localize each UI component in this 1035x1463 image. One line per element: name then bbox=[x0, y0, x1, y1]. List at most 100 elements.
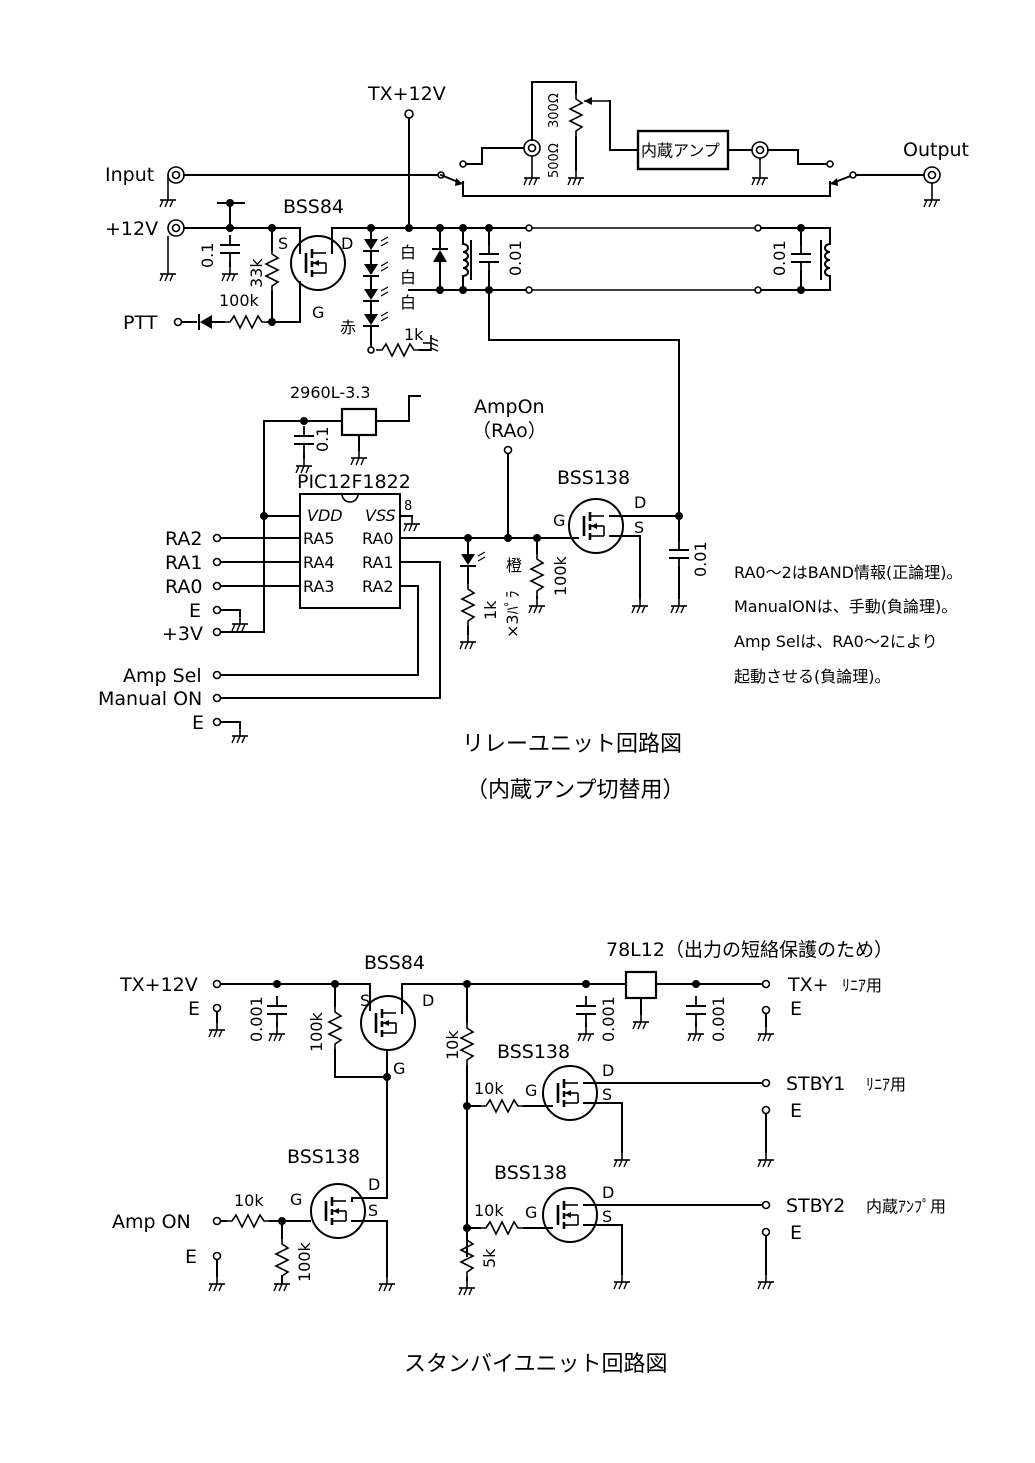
input-e-label: E bbox=[189, 600, 201, 622]
r10k-label: 10k bbox=[443, 1030, 462, 1060]
amp-box bbox=[636, 129, 730, 171]
pic12f1822-chip bbox=[299, 493, 401, 609]
r100k-label: 100k bbox=[219, 291, 260, 310]
note-line-4: 起動させる(負論理)。 bbox=[734, 667, 891, 686]
cap-label: 0.01 bbox=[506, 240, 525, 276]
input-ra0-label: RA0 bbox=[165, 576, 203, 598]
r10k-label: 10k bbox=[474, 1079, 504, 1098]
pin-g-label: G bbox=[393, 1059, 405, 1078]
pin-d-label: D bbox=[422, 991, 434, 1010]
tx12v-label: TX+12V bbox=[367, 83, 446, 105]
q2-label: BSS138 bbox=[494, 1162, 567, 1184]
e-label: E bbox=[188, 998, 200, 1020]
pin-g-label: G bbox=[553, 511, 565, 530]
r10k-label: 10k bbox=[234, 1191, 264, 1210]
r100k-label: 100k bbox=[307, 1011, 326, 1052]
bss138-stby2-mosfet bbox=[541, 1186, 599, 1244]
pin-g-label: G bbox=[312, 303, 324, 322]
output-label: Output bbox=[903, 139, 969, 161]
tx12v-label: TX+12V bbox=[119, 974, 198, 996]
note-line-3: Amp Selは、RA0～2により bbox=[734, 632, 938, 651]
cap-label: 0.1 bbox=[198, 243, 217, 268]
pin-g-label: G bbox=[525, 1081, 537, 1100]
stby1-sub-label: ﾘﾆｱ用 bbox=[866, 1075, 906, 1094]
bss138-stby1-mosfet bbox=[541, 1064, 599, 1122]
bss138-ampon-mosfet bbox=[309, 1182, 367, 1240]
pin-d-label: D bbox=[602, 1061, 614, 1080]
r100k-label: 100k bbox=[551, 555, 570, 596]
out-tx-sub-label: ﾘﾆｱ用 bbox=[842, 976, 882, 995]
ra2-label: RA2 bbox=[362, 577, 394, 596]
out-tx-label: TX+ bbox=[787, 974, 829, 996]
pin-s-label: S bbox=[602, 1207, 612, 1226]
x3-label: ×3ﾊﾟﾗ bbox=[503, 590, 522, 638]
pin-d-label: D bbox=[368, 1175, 380, 1194]
ampon-label: Amp ON bbox=[112, 1211, 191, 1233]
regulator-2960l bbox=[340, 407, 378, 437]
ra0-label: RA0 bbox=[362, 529, 394, 548]
r10k-label: 10k bbox=[474, 1201, 504, 1220]
out-e-label: E bbox=[790, 998, 802, 1020]
amp-box-label: 内蔵アンプ bbox=[641, 141, 720, 160]
r1k-label: 1k bbox=[481, 600, 500, 620]
input-ra2-label: RA2 bbox=[165, 528, 203, 550]
standby-title: スタンバイユニット回路図 bbox=[404, 1352, 668, 1377]
input-3v-label: +3V bbox=[162, 623, 203, 645]
led-white-label: 白 bbox=[400, 293, 416, 312]
vss-label: VSS bbox=[365, 506, 396, 525]
bss138-label: BSS138 bbox=[557, 467, 630, 489]
standby-labels: TX+12V E 0.001 100k BSS84 S D G 78L12（出力… bbox=[112, 939, 946, 1377]
pin-g-label: G bbox=[525, 1203, 537, 1222]
pin-s-label: S bbox=[360, 991, 370, 1010]
cap-label: 0.01 bbox=[691, 541, 710, 577]
standby-unit bbox=[208, 970, 775, 1296]
power-jack-icon bbox=[167, 219, 185, 237]
regulator-78l12 bbox=[624, 970, 658, 1000]
stby1-label: STBY1 bbox=[786, 1073, 845, 1095]
led-white-label: 白 bbox=[400, 243, 416, 262]
pin-d-label: D bbox=[634, 493, 646, 512]
q3-label: BSS138 bbox=[287, 1146, 360, 1168]
amp-sel-label: Amp Sel bbox=[123, 665, 202, 687]
relay-subtitle: （内蔵アンプ切替用） bbox=[466, 778, 684, 803]
ra1-label: RA1 bbox=[362, 553, 394, 572]
input-ra1-label: RA1 bbox=[165, 552, 203, 574]
pic-label: PIC12F1822 bbox=[297, 471, 411, 493]
cap-label: 0.01 bbox=[770, 240, 789, 276]
cap-label: 0.001 bbox=[599, 996, 618, 1042]
bss138-relay-mosfet bbox=[567, 497, 625, 555]
pin-s-label: S bbox=[278, 234, 288, 253]
pin-s-label: S bbox=[602, 1085, 612, 1104]
manual-on-label: Manual ON bbox=[98, 688, 202, 710]
ra5-label: RA5 bbox=[303, 529, 335, 548]
res-300-label: 300Ω bbox=[547, 93, 562, 128]
pin-s-label: S bbox=[368, 1201, 378, 1220]
bss84-label: BSS84 bbox=[283, 196, 344, 218]
led-white-label: 白 bbox=[400, 268, 416, 287]
e2-label: E bbox=[185, 1246, 197, 1268]
pin-d-label: D bbox=[341, 234, 353, 253]
led-orange-label: 橙 bbox=[506, 556, 522, 575]
res-500-label: 500Ω bbox=[547, 143, 562, 178]
stby2-label: STBY2 bbox=[786, 1195, 845, 1217]
r100k-label: 100k bbox=[295, 1241, 314, 1282]
ampon-label: AmpOn bbox=[474, 396, 545, 418]
ampon-sub-label: （RAo） bbox=[472, 420, 547, 442]
plus12v-label: +12V bbox=[105, 218, 158, 240]
input-label: Input bbox=[105, 164, 154, 186]
stby2-sub-label: 内蔵ｱﾝﾌﾟ用 bbox=[866, 1197, 946, 1216]
led-red-label: 赤 bbox=[340, 318, 356, 337]
q1-label: BSS138 bbox=[497, 1041, 570, 1063]
out-e-label: E bbox=[790, 1222, 802, 1244]
note-line-1: RA0～2はBAND情報(正論理)。 bbox=[734, 563, 962, 582]
out-e-label: E bbox=[790, 1100, 802, 1122]
relay-labels: TX+12V Input Output +12V PTT BSS84 0.1 3… bbox=[98, 83, 969, 803]
ra4-label: RA4 bbox=[303, 553, 335, 572]
bss84-label: BSS84 bbox=[364, 952, 425, 974]
vdd-label: VDD bbox=[307, 506, 343, 525]
e2-label: E bbox=[192, 712, 204, 734]
ptt-label: PTT bbox=[123, 312, 158, 334]
cap-label: 0.001 bbox=[709, 996, 728, 1042]
pin8-label: 8 bbox=[404, 499, 412, 514]
